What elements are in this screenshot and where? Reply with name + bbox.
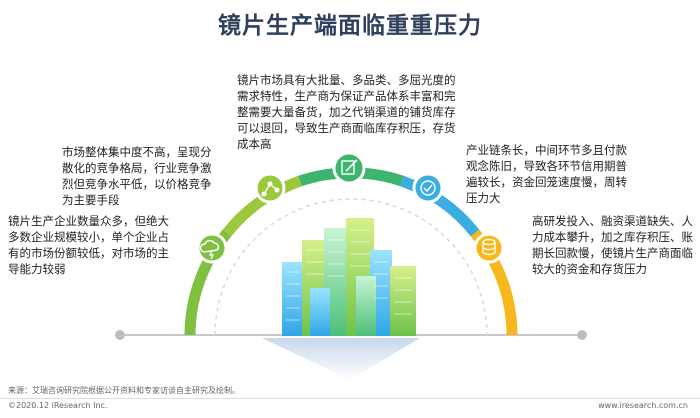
arc-segment-4 — [400, 175, 480, 237]
website-link[interactable]: www.iresearch.com.cn — [598, 401, 688, 410]
point-2-text: 市场整体集中度不高，呈现分散化的竞争格局，行业竞争激烈但竞争水平低，以价格竞争为… — [62, 145, 212, 207]
source-note: 来源：艾瑞咨询研究院根据公开资料和专家访谈自主研究及绘制。 — [8, 386, 240, 395]
city-buildings — [282, 218, 416, 336]
arc-segment-2 — [222, 175, 302, 237]
footer-divider — [0, 398, 700, 399]
baseline-left-dot — [115, 330, 125, 340]
database-icon — [473, 232, 505, 264]
point-1-text: 镜片生产企业数量众多，但绝大多数企业规模较小，单个企业占有的市场份额较低，对市场… — [8, 214, 169, 276]
point-4-text: 产业链条长，中间环节多且付款观念陈旧，导致各环节信用期普遍较长，资金回笼速度慢，… — [466, 143, 627, 205]
network-icon — [254, 172, 286, 204]
checkmark-icon — [412, 172, 444, 204]
point-3-text: 镜片市场具有大批量、多品类、多屈光度的需求特性，生产商为保证产品体系丰富和完整需… — [237, 73, 456, 151]
copyright: ©2020.12 iResearch Inc. — [8, 401, 108, 410]
page-title: 镜片生产端面临重重压力 — [218, 13, 482, 39]
inner-guide-arc — [214, 198, 488, 336]
edit-icon — [332, 151, 366, 185]
point-5-text: 高研发投入、融资渠道缺失、人力成本攀升，加之库存积压、账期长回款慢，使镜片生产商… — [532, 214, 693, 276]
baseline-right-dot — [577, 330, 587, 340]
cloud-lightning-icon — [196, 232, 228, 264]
ground-reflection — [262, 338, 420, 380]
